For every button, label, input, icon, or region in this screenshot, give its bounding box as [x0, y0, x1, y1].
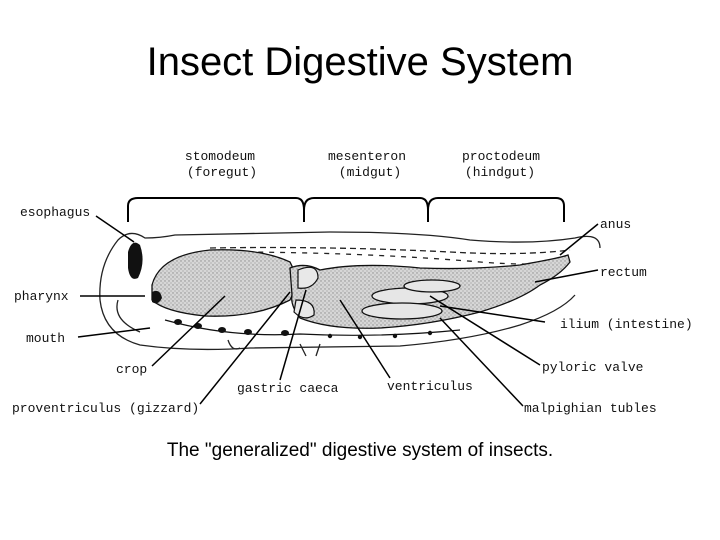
- ventral-nerve-cord: [164, 319, 461, 340]
- leader-lines: [77, 215, 599, 407]
- region-stomodeum-label: stomodeum: [185, 149, 255, 164]
- esophagus-dark: [128, 242, 143, 279]
- esophagus-label: esophagus: [20, 205, 90, 220]
- pyloric-valve-label: pyloric valve: [542, 360, 643, 375]
- ilium-label: ilium (intestine): [560, 317, 693, 332]
- ventriculus-label: ventriculus: [387, 379, 473, 394]
- anus-label: anus: [600, 217, 631, 232]
- ilium-coils: [361, 279, 461, 320]
- brace-hindgut: [427, 197, 565, 222]
- mouth-label: mouth: [26, 331, 65, 346]
- region-hindgut-label: (hindgut): [465, 165, 535, 180]
- region-midgut-label: (midgut): [339, 165, 401, 180]
- proventriculus-label: proventriculus (gizzard): [12, 401, 199, 416]
- crop-label: crop: [116, 362, 147, 377]
- region-proctodeum-label: proctodeum: [462, 149, 540, 164]
- pharynx-dark: [152, 290, 162, 304]
- malpighian-label: malpighian tubles: [524, 401, 657, 416]
- crop: [151, 249, 296, 317]
- rectum-label: rectum: [600, 265, 647, 280]
- brace-midgut: [303, 197, 429, 222]
- pharynx-label: pharynx: [14, 289, 69, 304]
- gastric-caeca: [297, 266, 319, 289]
- gastric-caeca-label: gastric caeca: [237, 381, 339, 396]
- slide-title: Insect Digestive System: [146, 40, 574, 84]
- region-braces: [127, 197, 565, 222]
- brace-foregut: [127, 197, 305, 222]
- region-foregut-label: (foregut): [187, 165, 257, 180]
- figure-caption: The "generalized" digestive system of in…: [166, 440, 554, 461]
- region-mesenteron-label: mesenteron: [328, 149, 406, 164]
